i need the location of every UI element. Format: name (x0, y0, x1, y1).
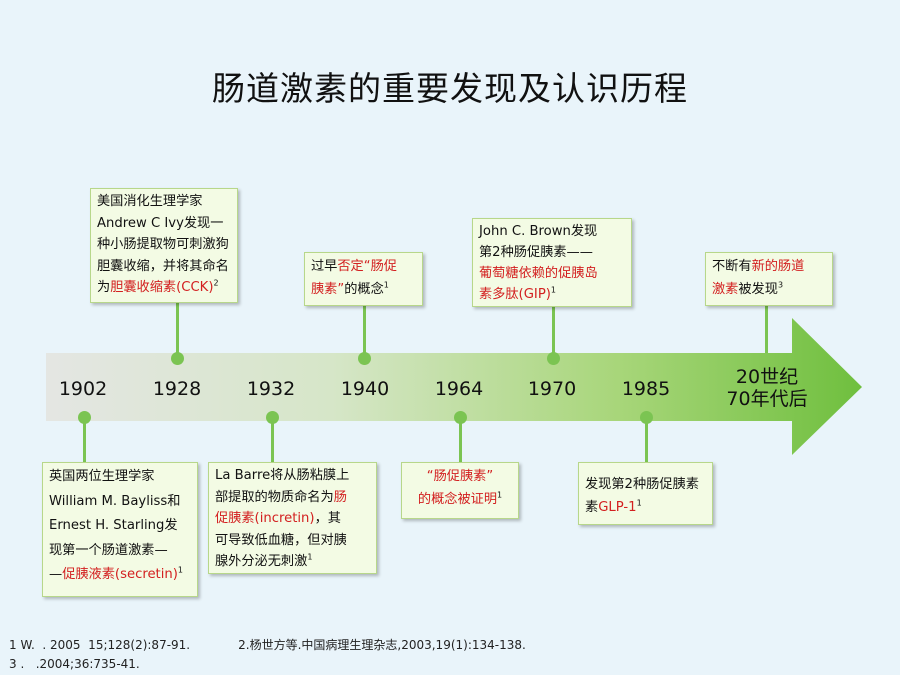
secretin-highlight: 促胰液素(secretin) (62, 567, 178, 582)
connector-70s (765, 305, 768, 353)
box-70s-line2-post: 被发现 (738, 282, 778, 297)
year-1970s-onward: 20世纪 70年代后 (712, 366, 822, 410)
box-1932-line2: 部提取的物质命名为肠 (215, 487, 370, 509)
connector-1940 (363, 305, 366, 357)
page-title: 肠道激素的重要发现及认识历程 (212, 69, 688, 108)
references-line2: 3 . .2004;36:735-41. (9, 655, 889, 674)
year-1928: 1928 (152, 378, 202, 400)
box-1928-line5: 为胆囊收缩素(CCK)2 (97, 277, 231, 299)
connector-1985 (645, 418, 648, 462)
box-1932-line2-pre: 部提取的物质命名为 (215, 489, 334, 505)
box-1932-line3: 促胰素(incretin)，其 (215, 508, 370, 530)
ref-mark: 1 (636, 498, 642, 508)
box-1928-line2: Andrew C Ivy发现一 (97, 215, 224, 231)
box-1902-line2: William M. Bayliss和 (49, 493, 181, 509)
box-1964: “肠促胰素” 的概念被证明1 (401, 462, 519, 519)
box-1932-line1: La Barre将从肠粘膜上 (215, 468, 350, 483)
ref-mark: 1 (497, 490, 503, 500)
box-1928-line1: 美国消化生理学家 (97, 194, 203, 209)
box-1928-line4: 胆囊收缩，并将其命名 (97, 258, 229, 274)
connector-1928 (176, 302, 179, 358)
cck-highlight: 胆囊收缩素(CCK) (110, 280, 214, 295)
box-70s-line2-red: 激素 (712, 282, 739, 297)
incretin-highlight: 促胰素(incretin) (215, 511, 315, 526)
ref-mark: 3 (777, 280, 784, 290)
box-1940-line2: 胰素”的概念1 (311, 278, 416, 301)
year-1985: 1985 (621, 378, 671, 400)
box-1985-line1: 发现第2种肠促胰素 (585, 477, 699, 492)
box-70s-line1: 不断有新的肠道 (712, 255, 826, 278)
box-1932-line5-text: 腺外分泌无刺激 (215, 554, 308, 569)
box-1928-line3: 种小肠提取物可刺激狗 (97, 237, 229, 252)
box-1932-line4: 可导致低血糖，但对胰 (215, 532, 347, 548)
ref-mark: 1 (383, 280, 389, 290)
dot-1985 (640, 411, 653, 424)
box-1928-line5-pre: 为 (97, 280, 111, 295)
year-1964: 1964 (434, 378, 484, 400)
box-1940-line1-pre: 过早 (311, 259, 338, 274)
box-1932-line5: 腺外分泌无刺激1 (215, 551, 370, 573)
box-1902-line1: 英国两位生理学家 (49, 469, 155, 484)
box-1970-line2: 第2种肠促胰素—— (479, 245, 593, 260)
box-1940-line1: 过早否定“肠促 (311, 255, 416, 278)
year-1970s-line1: 20世纪 (735, 366, 799, 388)
box-1902-line3: Ernest H. Starling发 (49, 518, 178, 533)
dot-1964 (454, 411, 467, 424)
box-1970: John C. Brown发现 第2种肠促胰素—— 葡萄糖依赖的促胰岛 素多肽(… (472, 218, 632, 307)
box-70s-line1-pre: 不断有 (712, 259, 752, 274)
connector-1964 (459, 418, 462, 462)
year-1970s-line2: 70年代后 (726, 388, 808, 410)
gip-highlight: 素多肽(GIP) (479, 287, 551, 302)
box-1970-line1: John C. Brown发现 (479, 224, 598, 239)
ref-mark: 2 (213, 278, 219, 288)
dot-1970 (547, 352, 560, 365)
box-70s-line2: 激素被发现3 (712, 278, 826, 301)
box-1902-line4: 现第一个肠道激素— (49, 542, 168, 558)
connector-1902 (83, 418, 86, 462)
dot-1928 (171, 352, 184, 365)
box-1940-line1-red: 否定“肠促 (337, 259, 397, 274)
box-1932-line2-red: 肠 (333, 489, 347, 505)
box-1985: 发现第2种肠促胰素 素GLP-11 (578, 462, 713, 525)
box-1940-line2-red: 胰素” (311, 282, 345, 297)
box-1902-line5-pre: — (49, 567, 63, 582)
box-1964-line2: 的概念被证明1 (408, 488, 512, 511)
box-1940: 过早否定“肠促 胰素”的概念1 (304, 252, 423, 306)
year-1902: 1902 (58, 378, 108, 400)
box-1970s-onward: 不断有新的肠道 激素被发现3 (705, 252, 833, 306)
year-1932: 1932 (246, 378, 296, 400)
box-1932: La Barre将从肠粘膜上 部提取的物质命名为肠 促胰素(incretin)，… (208, 462, 377, 574)
reference-3: 3 . .2004;36:735-41. (9, 657, 140, 671)
box-70s-line1-red: 新的肠道 (751, 259, 805, 274)
box-1964-line2-red: 的概念被证明 (417, 492, 498, 507)
year-1940: 1940 (340, 378, 390, 400)
box-1902-line5: —促胰液素(secretin)1 (49, 563, 191, 588)
box-1932-line3-post: ，其 (314, 511, 341, 526)
ref-mark: 1 (177, 565, 183, 575)
dot-1940 (358, 352, 371, 365)
box-1940-line2-post: 的概念 (344, 282, 384, 297)
box-1970-line4: 素多肽(GIP)1 (479, 284, 625, 305)
references-line1: 1 W. . 2005 15;128(2):87-91. 2.杨世方等.中国病理生… (9, 636, 889, 655)
box-1902: 英国两位生理学家 William M. Bayliss和 Ernest H. S… (42, 462, 198, 597)
box-1985-line2-pre: 素 (585, 500, 599, 515)
box-1964-line1: “肠促胰素” (426, 469, 494, 484)
connector-1932 (271, 418, 274, 462)
box-1928: 美国消化生理学家 Andrew C Ivy发现一 种小肠提取物可刺激狗 胆囊收缩… (90, 188, 238, 303)
glp1-highlight: GLP-1 (598, 500, 637, 515)
year-1970: 1970 (527, 378, 577, 400)
arrow-shape (46, 318, 862, 455)
ref-mark: 1 (550, 285, 557, 295)
box-1985-line2: 素GLP-11 (585, 496, 706, 519)
dot-1932 (266, 411, 279, 424)
references: 1 W. . 2005 15;128(2):87-91. 2.杨世方等.中国病理生… (9, 636, 889, 674)
ref-mark: 1 (307, 552, 313, 562)
dot-1902 (78, 411, 91, 424)
reference-1: 1 W. . 2005 15;128(2):87-91. (9, 638, 191, 652)
connector-1970 (552, 306, 555, 358)
reference-2: 2.杨世方等.中国病理生理杂志,2003,19(1):134-138. (238, 638, 526, 652)
box-1970-line3: 葡萄糖依赖的促胰岛 (479, 266, 598, 281)
